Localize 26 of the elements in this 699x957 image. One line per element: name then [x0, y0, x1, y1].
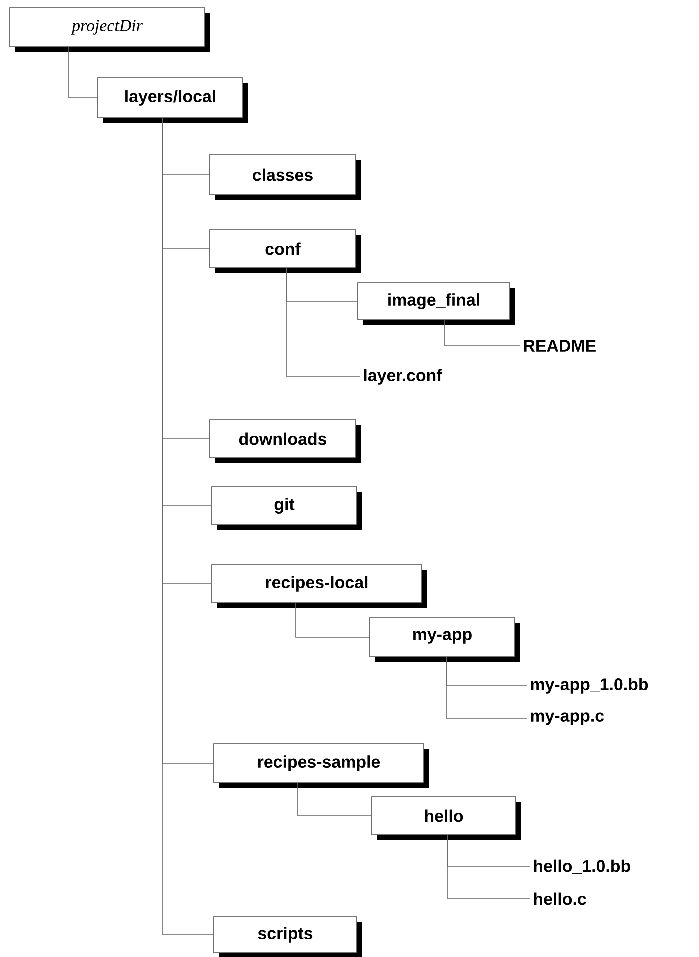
folder-box: scripts [214, 916, 362, 957]
connector-line [162, 118, 214, 936]
folder-box: git [212, 486, 362, 530]
connector-line [286, 268, 360, 378]
folder-box: image_final [358, 282, 515, 325]
file-name: layer.conf [364, 369, 442, 385]
file-name: hello_1.0.bb [534, 860, 630, 874]
connector-line [298, 783, 372, 816]
folder-box: projectDir [10, 8, 210, 52]
file-name: my-app_1.0.bb [531, 678, 648, 694]
folder-box: classes [210, 154, 361, 200]
folder-box: recipes-sample [214, 744, 429, 788]
folder-box: conf [210, 230, 361, 273]
folder-box: recipes-local [212, 564, 427, 608]
connector-line [296, 603, 370, 638]
connector-line [68, 47, 98, 98]
folder-box: hello [372, 796, 521, 840]
folder-box: downloads [210, 420, 361, 463]
connector-line [448, 835, 530, 900]
file-name: README [524, 340, 596, 352]
file-name: my-app.c [531, 712, 604, 726]
folder-box: layers/local [98, 78, 248, 123]
connector-line [444, 320, 520, 346]
connector-line [446, 657, 528, 720]
file-name: hello.c [534, 892, 586, 906]
folder-box: my-app [370, 618, 520, 662]
